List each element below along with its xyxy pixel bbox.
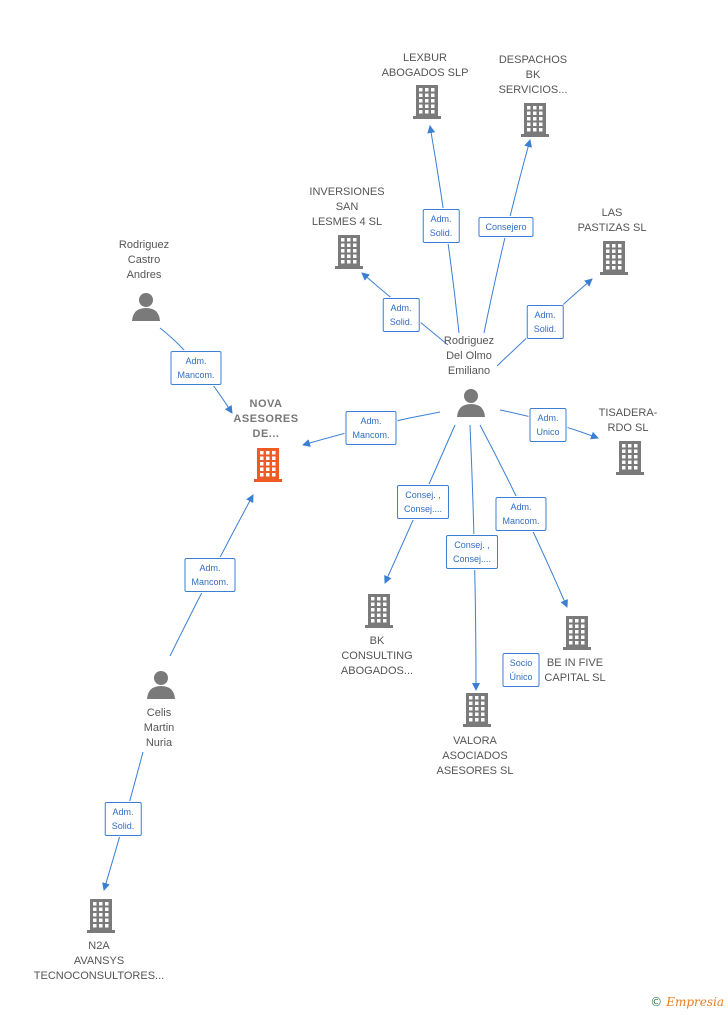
edge-label[interactable]: Adm. Solid. [526,305,564,339]
node-label-despachos-bk[interactable]: DESPACHOS BK SERVICIOS... [498,54,568,96]
edge-label[interactable]: Adm. Solid. [422,209,460,243]
building-icon-lexbur[interactable] [413,85,441,119]
building-icon-tisadera[interactable] [616,441,644,475]
node-label-las-pastizas[interactable]: LAS PASTIZAS SL [577,207,647,234]
edge-label[interactable]: Consejero [478,217,534,237]
node-label-nova[interactable]: NOVA ASESORES DE... [233,398,299,440]
copyright-icon: © [650,995,663,1009]
node-label-rodriguez-del-olmo[interactable]: Rodriguez Del Olmo Emiliano [443,335,495,377]
brand-footer: ©Empresia [650,995,724,1009]
building-icon-valora[interactable] [463,693,491,727]
node-label-inversiones-san[interactable]: INVERSIONES SAN LESMES 4 SL [309,186,385,228]
person-icon-celis-martin[interactable] [147,671,175,699]
node-label-bk-consulting[interactable]: BK CONSULTING ABOGADOS... [340,635,414,677]
node-label-rodriguez-castro[interactable]: Rodriguez Castro Andres [118,239,170,281]
node-label-lexbur[interactable]: LEXBUR ABOGADOS SLP [381,52,469,79]
building-icon-n2a[interactable] [87,899,115,933]
edge-label[interactable]: Consej. , Consej.... [396,485,450,519]
edge-label[interactable]: Adm. Mancom. [495,497,547,531]
edge-label[interactable]: Adm. Solid. [382,298,420,332]
building-icon-be-in-five[interactable] [563,616,591,650]
edge-label[interactable]: Adm. Unico [529,408,567,442]
edge-label[interactable]: Adm. Solid. [104,802,142,836]
building-icon-inversiones-san[interactable] [335,235,363,269]
edge-label[interactable]: Adm. Mancom. [184,558,236,592]
brand-logo: Empresia [666,995,724,1009]
node-label-celis-martin[interactable]: Celis Martin Nuria [143,707,175,749]
building-icon-despachos-bk[interactable] [521,103,549,137]
edge-label[interactable]: Adm. Mancom. [170,351,222,385]
node-label-be-in-five[interactable]: BE IN FIVE CAPITAL SL [544,657,606,684]
node-label-n2a[interactable]: N2A AVANSYS TECNOCONSULTORES... [33,940,165,982]
node-label-valora[interactable]: VALORA ASOCIADOS ASESORES SL [436,735,514,777]
building-icon-nova[interactable] [254,448,282,482]
edge-label[interactable]: Adm. Mancom. [345,411,397,445]
node-label-tisadera[interactable]: TISADERA- RDO SL [598,407,658,434]
edge-label[interactable]: Consej. , Consej.... [445,535,499,569]
edge-label[interactable]: Socio Único [502,653,540,687]
building-icon-las-pastizas[interactable] [600,241,628,275]
building-icon-bk-consulting[interactable] [365,594,393,628]
person-icon-rodriguez-del-olmo[interactable] [457,389,485,417]
person-icon-rodriguez-castro[interactable] [132,293,160,321]
